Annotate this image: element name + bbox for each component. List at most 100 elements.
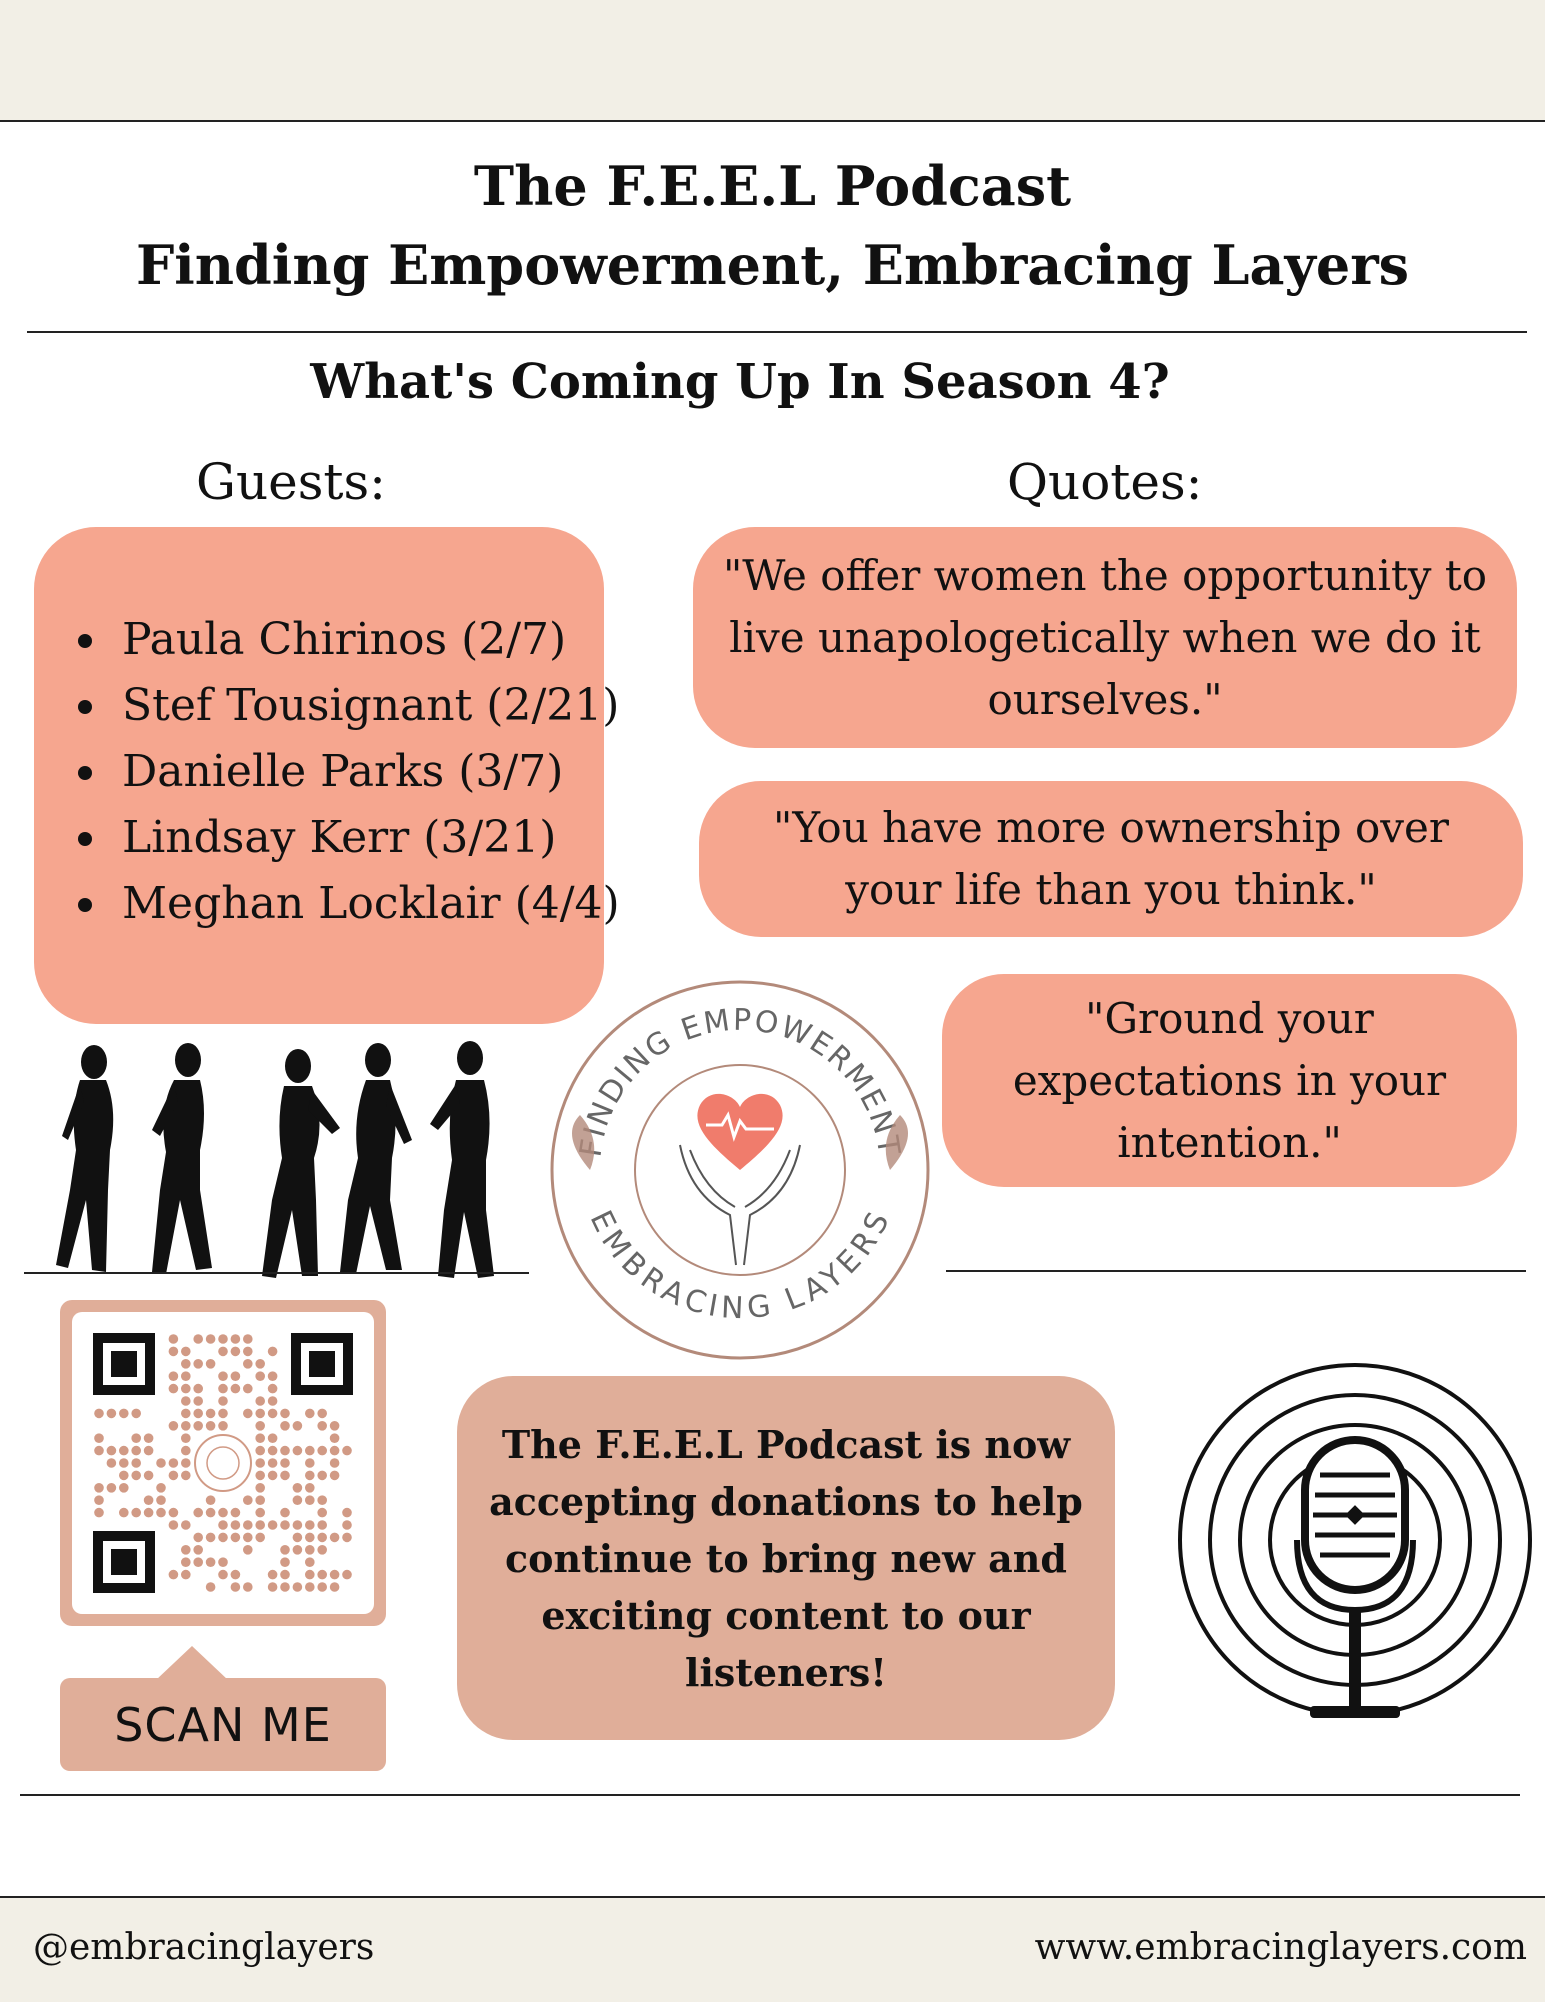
- qr-dot: [267, 1383, 278, 1394]
- qr-dot: [280, 1458, 290, 1468]
- qr-dot: [143, 1433, 154, 1443]
- guest-list: Paula Chirinos (2/7) Stef Tousignant (2/…: [34, 607, 620, 937]
- qr-dot: [243, 1582, 253, 1592]
- qr-dot: [243, 1520, 253, 1530]
- qr-dot: [267, 1520, 278, 1530]
- qr-dot: [181, 1470, 191, 1481]
- qr-dot: [305, 1470, 315, 1481]
- footer-handle[interactable]: @embracinglayers: [33, 1927, 375, 1968]
- qr-dot: [218, 1334, 228, 1344]
- qr-dot: [255, 1458, 265, 1468]
- qr-dot: [317, 1532, 327, 1543]
- qr-dot: [156, 1507, 166, 1518]
- quotes-heading: Quotes:: [1007, 453, 1203, 511]
- qr-dot: [255, 1507, 265, 1518]
- guest-item: Lindsay Kerr (3/21): [34, 805, 614, 871]
- quote-box: "You have more ownership over your life …: [699, 781, 1523, 937]
- qr-dot: [280, 1445, 290, 1456]
- qr-dot: [230, 1507, 241, 1518]
- qr-dot: [131, 1433, 141, 1443]
- qr-dot: [317, 1408, 327, 1419]
- qr-dot: [205, 1495, 216, 1505]
- qr-dot: [181, 1520, 191, 1530]
- qr-dot: [230, 1532, 241, 1543]
- qr-dot: [168, 1346, 179, 1357]
- qr-dot: [317, 1495, 327, 1505]
- qr-dot: [218, 1346, 228, 1357]
- qr-dot: [181, 1346, 191, 1357]
- qr-dot: [342, 1445, 352, 1456]
- qr-dot: [205, 1507, 216, 1518]
- qr-dot: [280, 1507, 290, 1518]
- qr-dot: [292, 1495, 303, 1505]
- page-title-tagline: Finding Empowerment, Embracing Layers: [135, 233, 1410, 297]
- qr-dot: [168, 1421, 179, 1431]
- qr-dot: [218, 1408, 228, 1419]
- qr-dot: [230, 1520, 241, 1530]
- qr-dot: [243, 1334, 253, 1344]
- qr-frame: [60, 1300, 386, 1626]
- qr-dot: [193, 1334, 203, 1344]
- guests-box: [34, 527, 604, 1024]
- qr-dot: [168, 1383, 179, 1394]
- qr-dot: [317, 1421, 327, 1431]
- qr-dot: [181, 1445, 191, 1456]
- qr-dot: [317, 1507, 327, 1518]
- qr-dot: [280, 1421, 290, 1431]
- qr-dot: [292, 1532, 303, 1543]
- quote-box: "We offer women the opportunity to live …: [693, 527, 1517, 748]
- qr-dot: [168, 1470, 179, 1481]
- qr-dot: [317, 1569, 327, 1580]
- qr-dot: [156, 1483, 166, 1493]
- qr-dot: [94, 1507, 104, 1518]
- qr-dot: [94, 1495, 104, 1505]
- qr-dot: [305, 1408, 315, 1419]
- qr-dots: [94, 1334, 352, 1592]
- qr-dot: [267, 1470, 278, 1481]
- qr-dot: [305, 1557, 315, 1567]
- qr-dot: [181, 1557, 191, 1567]
- qr-dot: [267, 1445, 278, 1456]
- qr-dot: [230, 1371, 241, 1381]
- qr-dot: [193, 1532, 203, 1543]
- qr-dot: [230, 1334, 241, 1344]
- logo-bottom-text: EMBRACING LAYERS: [583, 1205, 896, 1326]
- footer-band: [0, 1896, 1545, 2002]
- qr-dot: [243, 1532, 253, 1543]
- qr-dot: [305, 1569, 315, 1580]
- qr-dot: [218, 1569, 228, 1580]
- qr-dot: [119, 1507, 129, 1518]
- qr-dot: [168, 1507, 179, 1518]
- qr-dot: [255, 1445, 265, 1456]
- qr-dot: [181, 1359, 191, 1369]
- scan-me-button[interactable]: SCAN ME: [60, 1678, 386, 1771]
- qr-dot: [243, 1359, 253, 1369]
- qr-dot: [280, 1582, 290, 1592]
- guest-item: Stef Tousignant (2/21): [34, 673, 619, 739]
- qr-dot: [168, 1458, 179, 1468]
- qr-dot: [243, 1495, 253, 1505]
- qr-dot: [119, 1458, 129, 1468]
- qr-dot: [168, 1520, 179, 1530]
- qr-dot: [292, 1421, 303, 1431]
- qr-dot: [119, 1408, 129, 1419]
- qr-dot: [280, 1545, 290, 1555]
- qr-code-icon[interactable]: [93, 1333, 353, 1593]
- qr-dot: [205, 1532, 216, 1543]
- qr-dot: [342, 1569, 352, 1580]
- divider: [20, 1794, 1520, 1796]
- qr-dot: [181, 1545, 191, 1555]
- qr-dot: [205, 1582, 216, 1592]
- qr-dot: [329, 1458, 340, 1468]
- footer-website[interactable]: www.embracinglayers.com: [1034, 1927, 1527, 1968]
- guests-heading: Guests:: [196, 453, 386, 511]
- qr-inner: [72, 1312, 374, 1614]
- qr-dot: [119, 1483, 129, 1493]
- qr-dot: [255, 1532, 265, 1543]
- qr-dot: [342, 1507, 352, 1518]
- qr-dot: [94, 1445, 104, 1456]
- qr-dot: [305, 1532, 315, 1543]
- qr-dot: [205, 1359, 216, 1369]
- qr-dot: [193, 1421, 203, 1431]
- qr-dot: [317, 1582, 327, 1592]
